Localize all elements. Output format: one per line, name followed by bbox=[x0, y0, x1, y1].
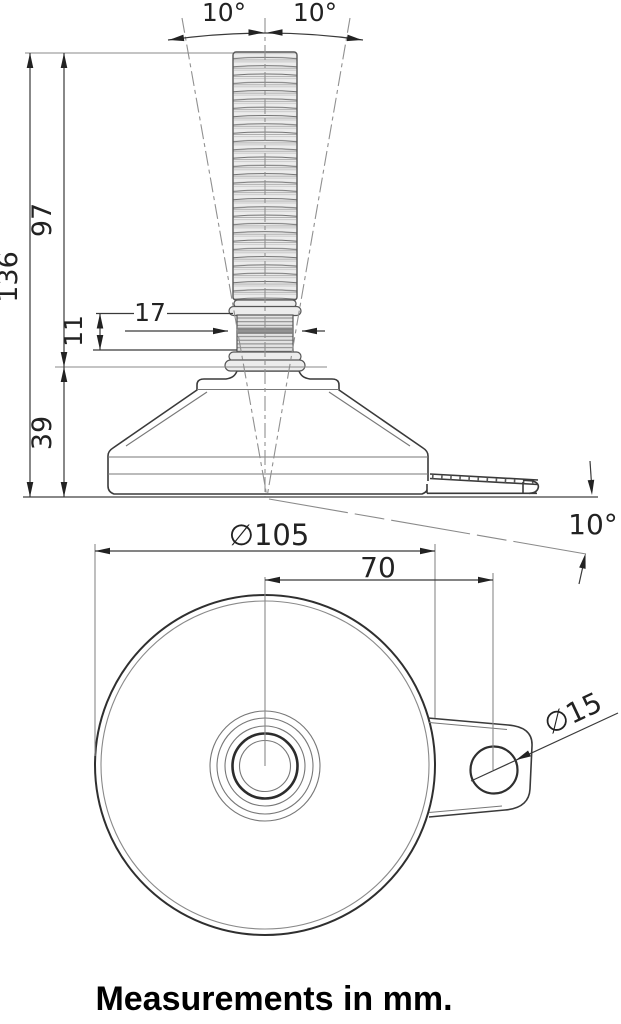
swing-angle-right-label: 10° bbox=[293, 0, 337, 27]
boot-dark-band bbox=[237, 327, 293, 334]
bracket-tab-bottom-inner bbox=[428, 805, 503, 814]
thread-width-dimension bbox=[125, 327, 325, 335]
swing-angle-arc bbox=[167, 29, 364, 44]
mounting-bracket-bottom bbox=[427, 717, 533, 818]
tilt-indication bbox=[268, 460, 596, 585]
construction-lines bbox=[181, 17, 351, 498]
cone-highlight-right bbox=[328, 391, 411, 447]
mounting-bracket-side bbox=[426, 473, 540, 495]
total-height-label: 136 bbox=[0, 251, 24, 303]
thread-width-label: 17 bbox=[134, 298, 166, 327]
exposed-thread-label: 11 bbox=[59, 315, 88, 347]
bottom-view-dimensions bbox=[94, 544, 619, 782]
bracket-hole bbox=[469, 745, 519, 795]
bracket-tab-outline bbox=[427, 717, 533, 818]
swing-line-right bbox=[266, 17, 351, 498]
hole-diameter-label: ∅15 bbox=[539, 686, 607, 741]
side-view: 10° 10° 136 97 39 11 17 10° bbox=[0, 0, 618, 585]
base-housing bbox=[107, 370, 429, 495]
tilted-ground-line bbox=[268, 498, 587, 555]
bracket-tab-top-inner bbox=[428, 721, 508, 731]
bracket-top-inner-edge bbox=[429, 477, 539, 486]
base-height-label: 39 bbox=[27, 416, 58, 450]
bottom-view: ∅105 70 ∅15 bbox=[94, 518, 619, 936]
swing-line-left bbox=[181, 17, 268, 498]
base-diameter-label: ∅105 bbox=[229, 518, 310, 552]
cone-highlight-left bbox=[125, 391, 208, 447]
side-view-labels: 10° 10° 136 97 39 11 17 10° bbox=[0, 0, 618, 541]
tilt-angle-label: 10° bbox=[568, 508, 618, 541]
bracket-top-edge bbox=[429, 473, 539, 481]
vertical-dimensions bbox=[26, 53, 104, 497]
hole-diameter-leader bbox=[470, 712, 619, 782]
hole-offset-label: 70 bbox=[360, 551, 396, 584]
measurements-note: Measurements in mm. bbox=[95, 980, 452, 1018]
swing-angle-left-label: 10° bbox=[202, 0, 246, 27]
thread-height-label: 97 bbox=[27, 203, 58, 237]
bracket-end-cap bbox=[522, 479, 540, 495]
